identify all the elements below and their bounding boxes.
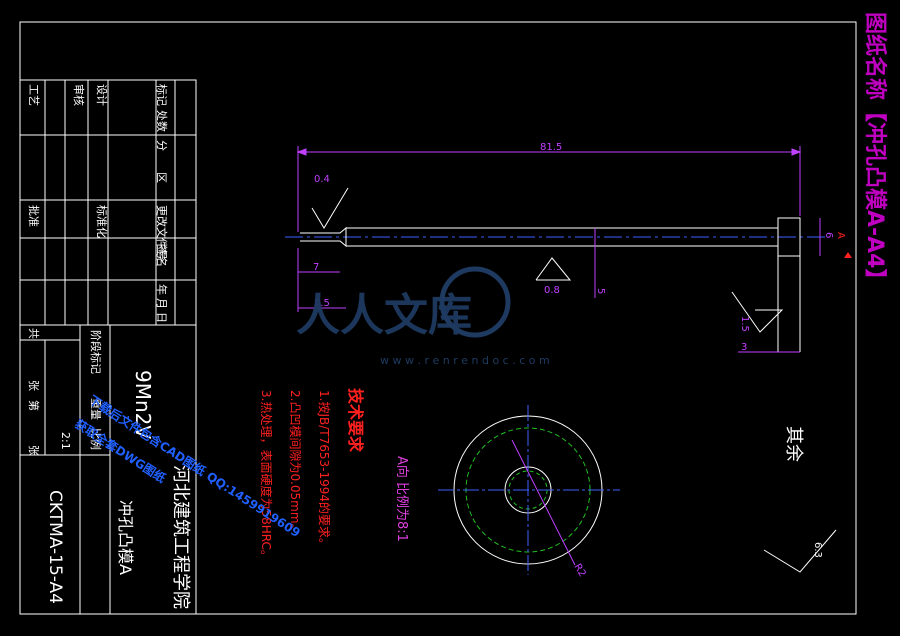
roughness-symbols [311, 187, 837, 573]
tb-design: 设计 [95, 84, 108, 106]
scale-note: A向 比例为8:1 [394, 456, 410, 542]
dim-head-chamfer: 1.5 [739, 316, 750, 332]
note-item-2: 2.凸凹模间隙为0.05mm。 [288, 390, 302, 536]
right-title: 图纸名称【冲孔凸模A-A4】 [862, 12, 888, 291]
tb-part-name: 冲孔凸模A [116, 500, 135, 575]
roughness-global-value: 6.3 [812, 542, 823, 558]
note-item-1: 1.按JB/T7653-1994的要求。 [317, 390, 332, 550]
tb-scale: 2:1 [59, 432, 72, 450]
shank-outline [300, 226, 347, 248]
tb-label-year: 年 [155, 284, 169, 295]
watermark-logo-icon [439, 266, 511, 338]
title-block [19, 79, 197, 615]
tb-material: 9Mn2V [131, 370, 155, 439]
tb-label-mark: 标记 [155, 84, 169, 106]
punch-head [777, 217, 801, 257]
tb-label-zone: 区 [155, 172, 168, 183]
radius-text: R2 [571, 562, 587, 579]
tb-stage-label: 阶段标记 [89, 330, 103, 374]
dim-shank: 5 [595, 288, 606, 294]
punch-main-view [285, 217, 830, 352]
tb-label-change: 更改文件号 [155, 205, 169, 260]
dimension-texts: 81.5 0.4 7 8.5 5 6 3 1.5 0.8 [313, 142, 834, 353]
tb-sheet-no: 第 [27, 400, 41, 411]
notes-heading: 技术要求 [346, 388, 365, 453]
note-item-3: 3.热处理，表面硬度为58HRC。 [259, 390, 274, 562]
tb-sheet-unit2: 张 [27, 445, 40, 456]
tb-review: 审核 [72, 84, 86, 106]
section-marker: A [835, 232, 852, 258]
dimensions [296, 146, 821, 353]
roughness-mid-icon [535, 257, 572, 281]
dim-roughness-mid: 0.8 [544, 285, 560, 296]
tb-sheet-total: 共 [27, 328, 40, 339]
radius-leader [511, 439, 576, 566]
tb-weight-label: 重量 [89, 398, 103, 420]
watermark-brand: 人人文库 [296, 290, 472, 341]
title-block-texts: 标记 处数 分 区 更改文件号 签名 年 月 日 设计 审核 工艺 标准化 批准… [27, 84, 191, 609]
roughness-small-icon [311, 187, 349, 229]
watermark-url: w w w . r e n r e n d o c . c o m [380, 354, 550, 367]
section-arrow-icon [844, 252, 852, 258]
tb-sheet-unit: 张 [27, 380, 40, 391]
tb-label-sign: 签名 [155, 245, 169, 267]
a-direction-view: R2 [438, 405, 620, 579]
remaining-note: 其余 [783, 426, 804, 462]
technical-notes: 技术要求 1.按JB/T7653-1994的要求。 2.凸凹模间隙为0.05mm… [259, 388, 804, 562]
dim-small: 0.4 [314, 174, 330, 185]
section-mark-text: A [835, 232, 846, 239]
tb-process: 工艺 [27, 84, 40, 106]
dim-tip-taper: 8.5 [314, 298, 330, 309]
dim-head: 6 [823, 232, 834, 238]
tb-scale-label: 比例 [89, 428, 103, 450]
dim-tip-flat: 7 [313, 262, 319, 273]
tb-label-day: 日 [155, 312, 168, 323]
roughness-global-icon [763, 529, 837, 573]
tb-drawing-no: CKTMA-15-A4 [45, 490, 65, 604]
tb-approve: 批准 [27, 205, 41, 227]
tb-school: 河北建筑工程学院 [170, 465, 191, 609]
dim-head-height: 3 [741, 342, 747, 353]
dim-overall: 81.5 [540, 142, 562, 153]
roughness-right-icon [731, 291, 784, 333]
tb-label-count: 处数 [155, 110, 168, 132]
tb-label-month: 月 [155, 298, 168, 309]
tb-label-part: 分 [155, 140, 168, 151]
tb-std: 标准化 [95, 205, 109, 238]
